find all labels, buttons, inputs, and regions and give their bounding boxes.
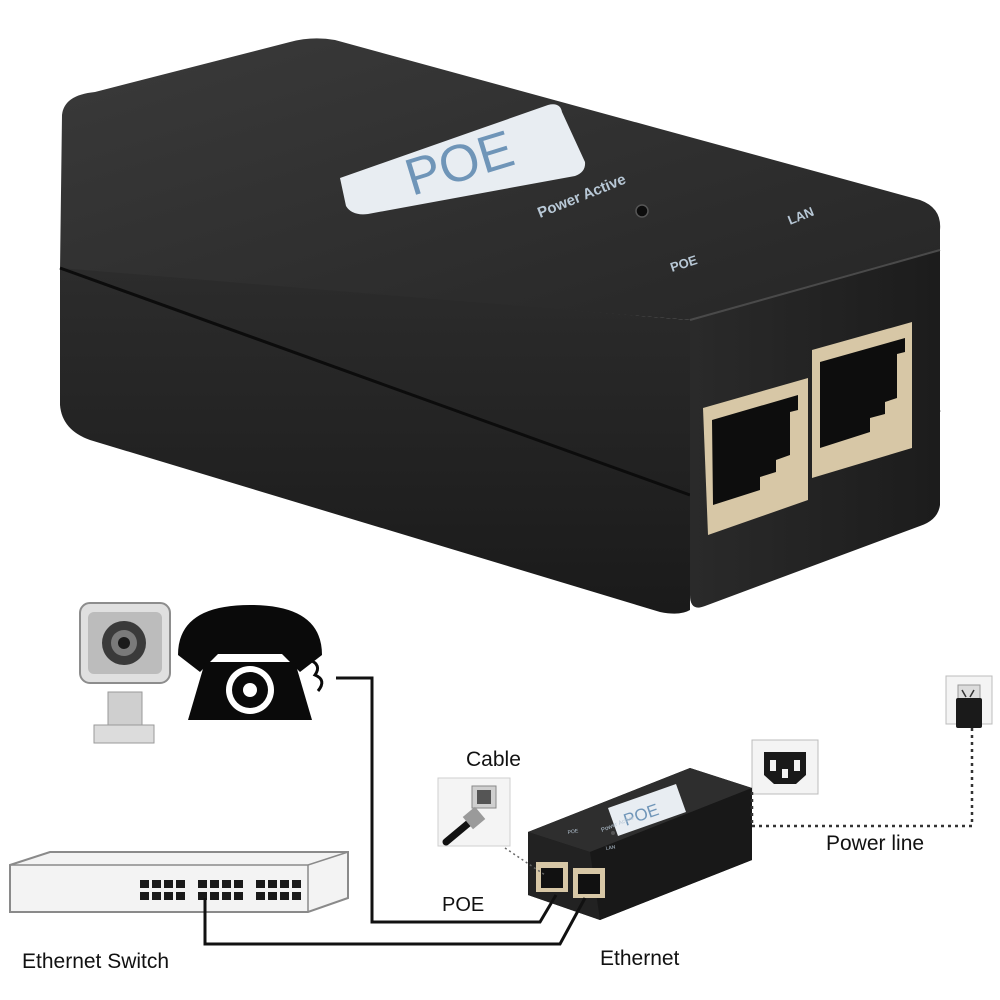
power-line-wire <box>752 728 974 828</box>
ethernet-switch-label: Ethernet Switch <box>22 950 170 973</box>
injector-seam <box>59 266 691 497</box>
rj45-port-poe <box>703 378 808 535</box>
cable-wire <box>504 847 546 876</box>
injector-side-face <box>60 268 690 614</box>
mini-poe-injector: POE Power Active POE LAN <box>528 768 752 920</box>
ethernet-wire <box>203 897 587 946</box>
power-led <box>635 204 649 218</box>
mini-lan-port-label: LAN <box>605 844 616 852</box>
power-line-label: Power line <box>826 832 925 855</box>
wiring-diagram: POE Power Active POE LAN <box>9 602 993 946</box>
telephone-icon <box>178 605 324 720</box>
rj45-port-lan <box>812 322 912 478</box>
iec-inlet-icon <box>751 739 819 795</box>
poe-wire <box>336 676 558 924</box>
ethernet-label: Ethernet <box>600 947 680 970</box>
cable-label: Cable <box>466 748 521 771</box>
wall-socket-icon <box>945 675 993 728</box>
switch-ports <box>140 880 301 900</box>
poe-injector-product: POE Power Active LAN POE <box>59 38 941 614</box>
rj45-plug-icon <box>437 777 511 847</box>
camera-icon <box>79 602 171 744</box>
wires <box>203 676 974 946</box>
poe-line-label: POE <box>442 894 485 916</box>
mini-poe-port-label: POE <box>567 828 579 836</box>
ethernet-switch-icon <box>9 851 349 913</box>
